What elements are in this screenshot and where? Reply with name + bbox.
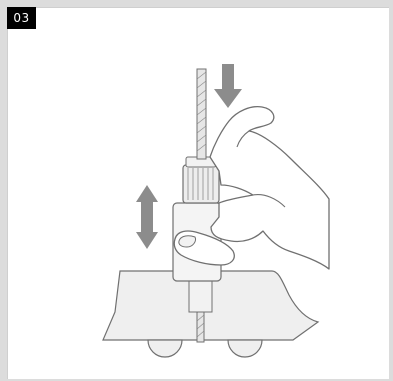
threaded-insert: [188, 276, 213, 313]
step-number-badge: 03: [7, 7, 36, 29]
left-wheel: [147, 339, 183, 358]
arrow-up-down-icon: [136, 185, 158, 249]
arrow-down-icon: [214, 64, 242, 108]
cable-upper: [196, 68, 207, 160]
thumbnail: [178, 235, 196, 248]
finger-crease-2: [236, 130, 250, 148]
installation-illustration: [102, 64, 330, 358]
hand: [209, 105, 330, 270]
right-wheel: [227, 339, 263, 358]
finger-crease: [252, 194, 286, 208]
